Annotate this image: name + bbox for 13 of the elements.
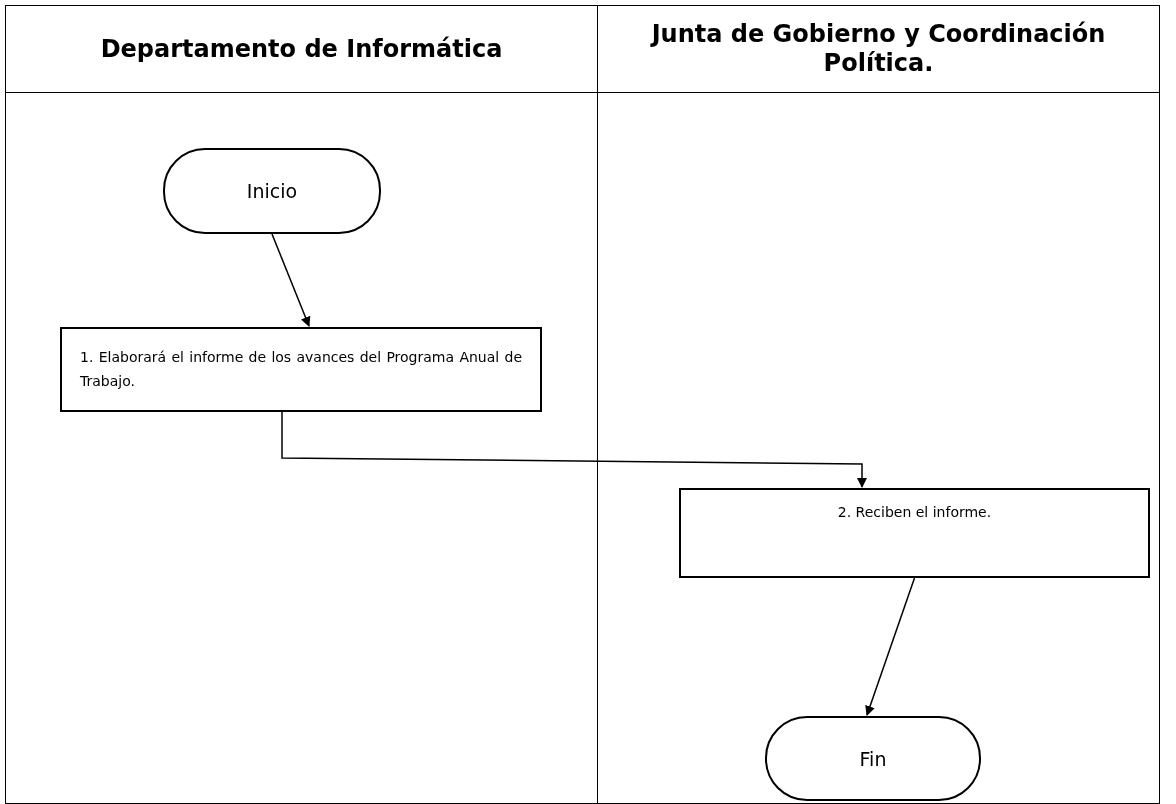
lane-header: Departamento de Informática <box>6 6 597 93</box>
arrow <box>865 577 916 716</box>
process-box <box>679 488 1150 578</box>
swimlane <box>5 5 598 804</box>
lane-header: Junta de Gobierno y Coordinación Política. <box>598 6 1159 93</box>
terminal-label: Fin <box>859 747 887 770</box>
process-box <box>60 327 542 412</box>
step-text: 2. Reciben el informe. <box>837 504 992 520</box>
arrow <box>271 233 311 327</box>
step-text: 1. Elaborará el informe de los avances del Programa Anual de Trabajo. <box>80 347 522 391</box>
arrow <box>281 411 867 488</box>
terminal-label: Inicio <box>246 180 298 202</box>
swimlane <box>597 5 1160 804</box>
